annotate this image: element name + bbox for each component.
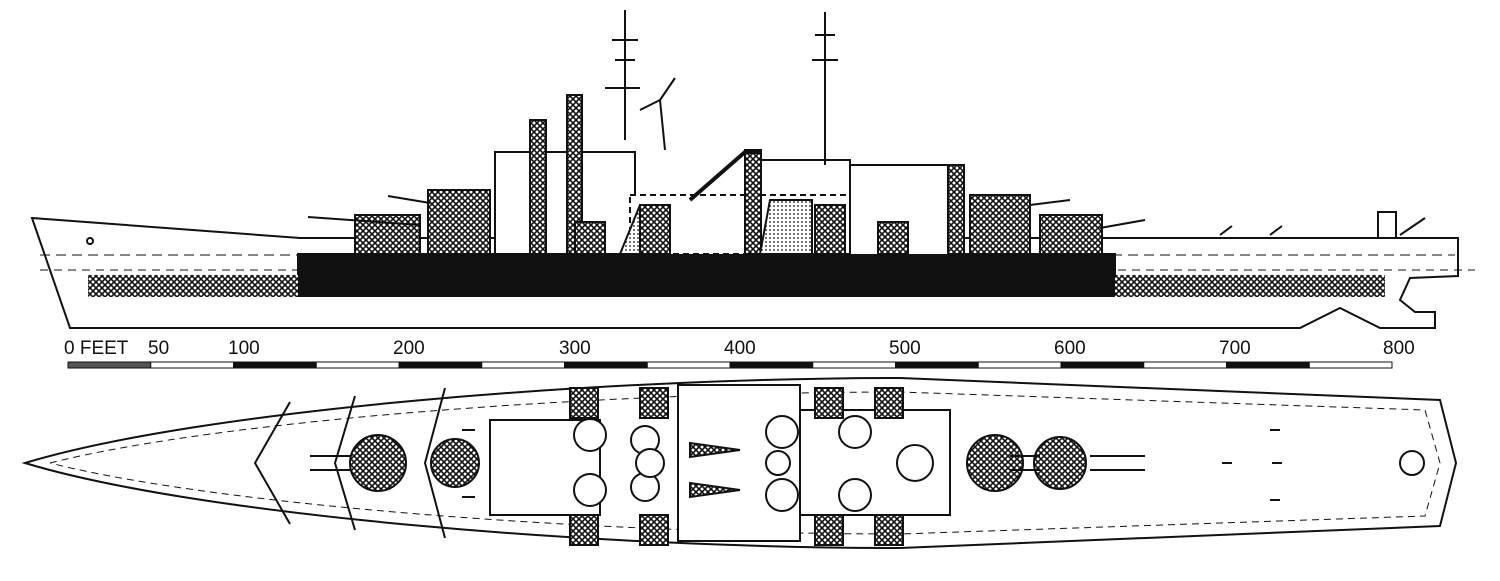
scale-tick-label: 50 [148,338,169,359]
scale-tick-label: 100 [228,338,260,359]
scale-tick-label: 300 [559,338,591,359]
scale-segment [398,361,483,369]
scale-segment [729,361,814,369]
scale-tick-label: 600 [1054,338,1086,359]
scale-tick-label: 400 [724,338,756,359]
scale-tick-label: 800 [1383,338,1415,359]
scale-segment [1143,361,1227,369]
scale-segment [315,361,400,369]
scale-segment [67,361,152,369]
armor-belt [297,253,1116,297]
scale-segment [812,361,896,369]
scale-tick-label: 200 [393,338,425,359]
scale-segment [1226,361,1310,369]
scale-unit-label: 0 FEET [64,338,129,359]
scale-segment [1308,361,1393,369]
scale-segment [233,361,317,369]
scale-tick-label: 500 [889,338,921,359]
scale-segment [977,361,1062,369]
scale-segment [895,361,979,369]
profile-view [30,10,1475,329]
scale-segment [1060,361,1145,369]
plan-view [21,376,1458,550]
scale-segment [481,361,565,369]
scale-segment [564,361,648,369]
scale-tick-label: 700 [1219,338,1251,359]
scale-segment [646,361,731,369]
scale-segment [150,361,234,369]
scale-bar: 0 FEET 50 100 200 300 400 500 600 700 80… [64,338,1415,369]
